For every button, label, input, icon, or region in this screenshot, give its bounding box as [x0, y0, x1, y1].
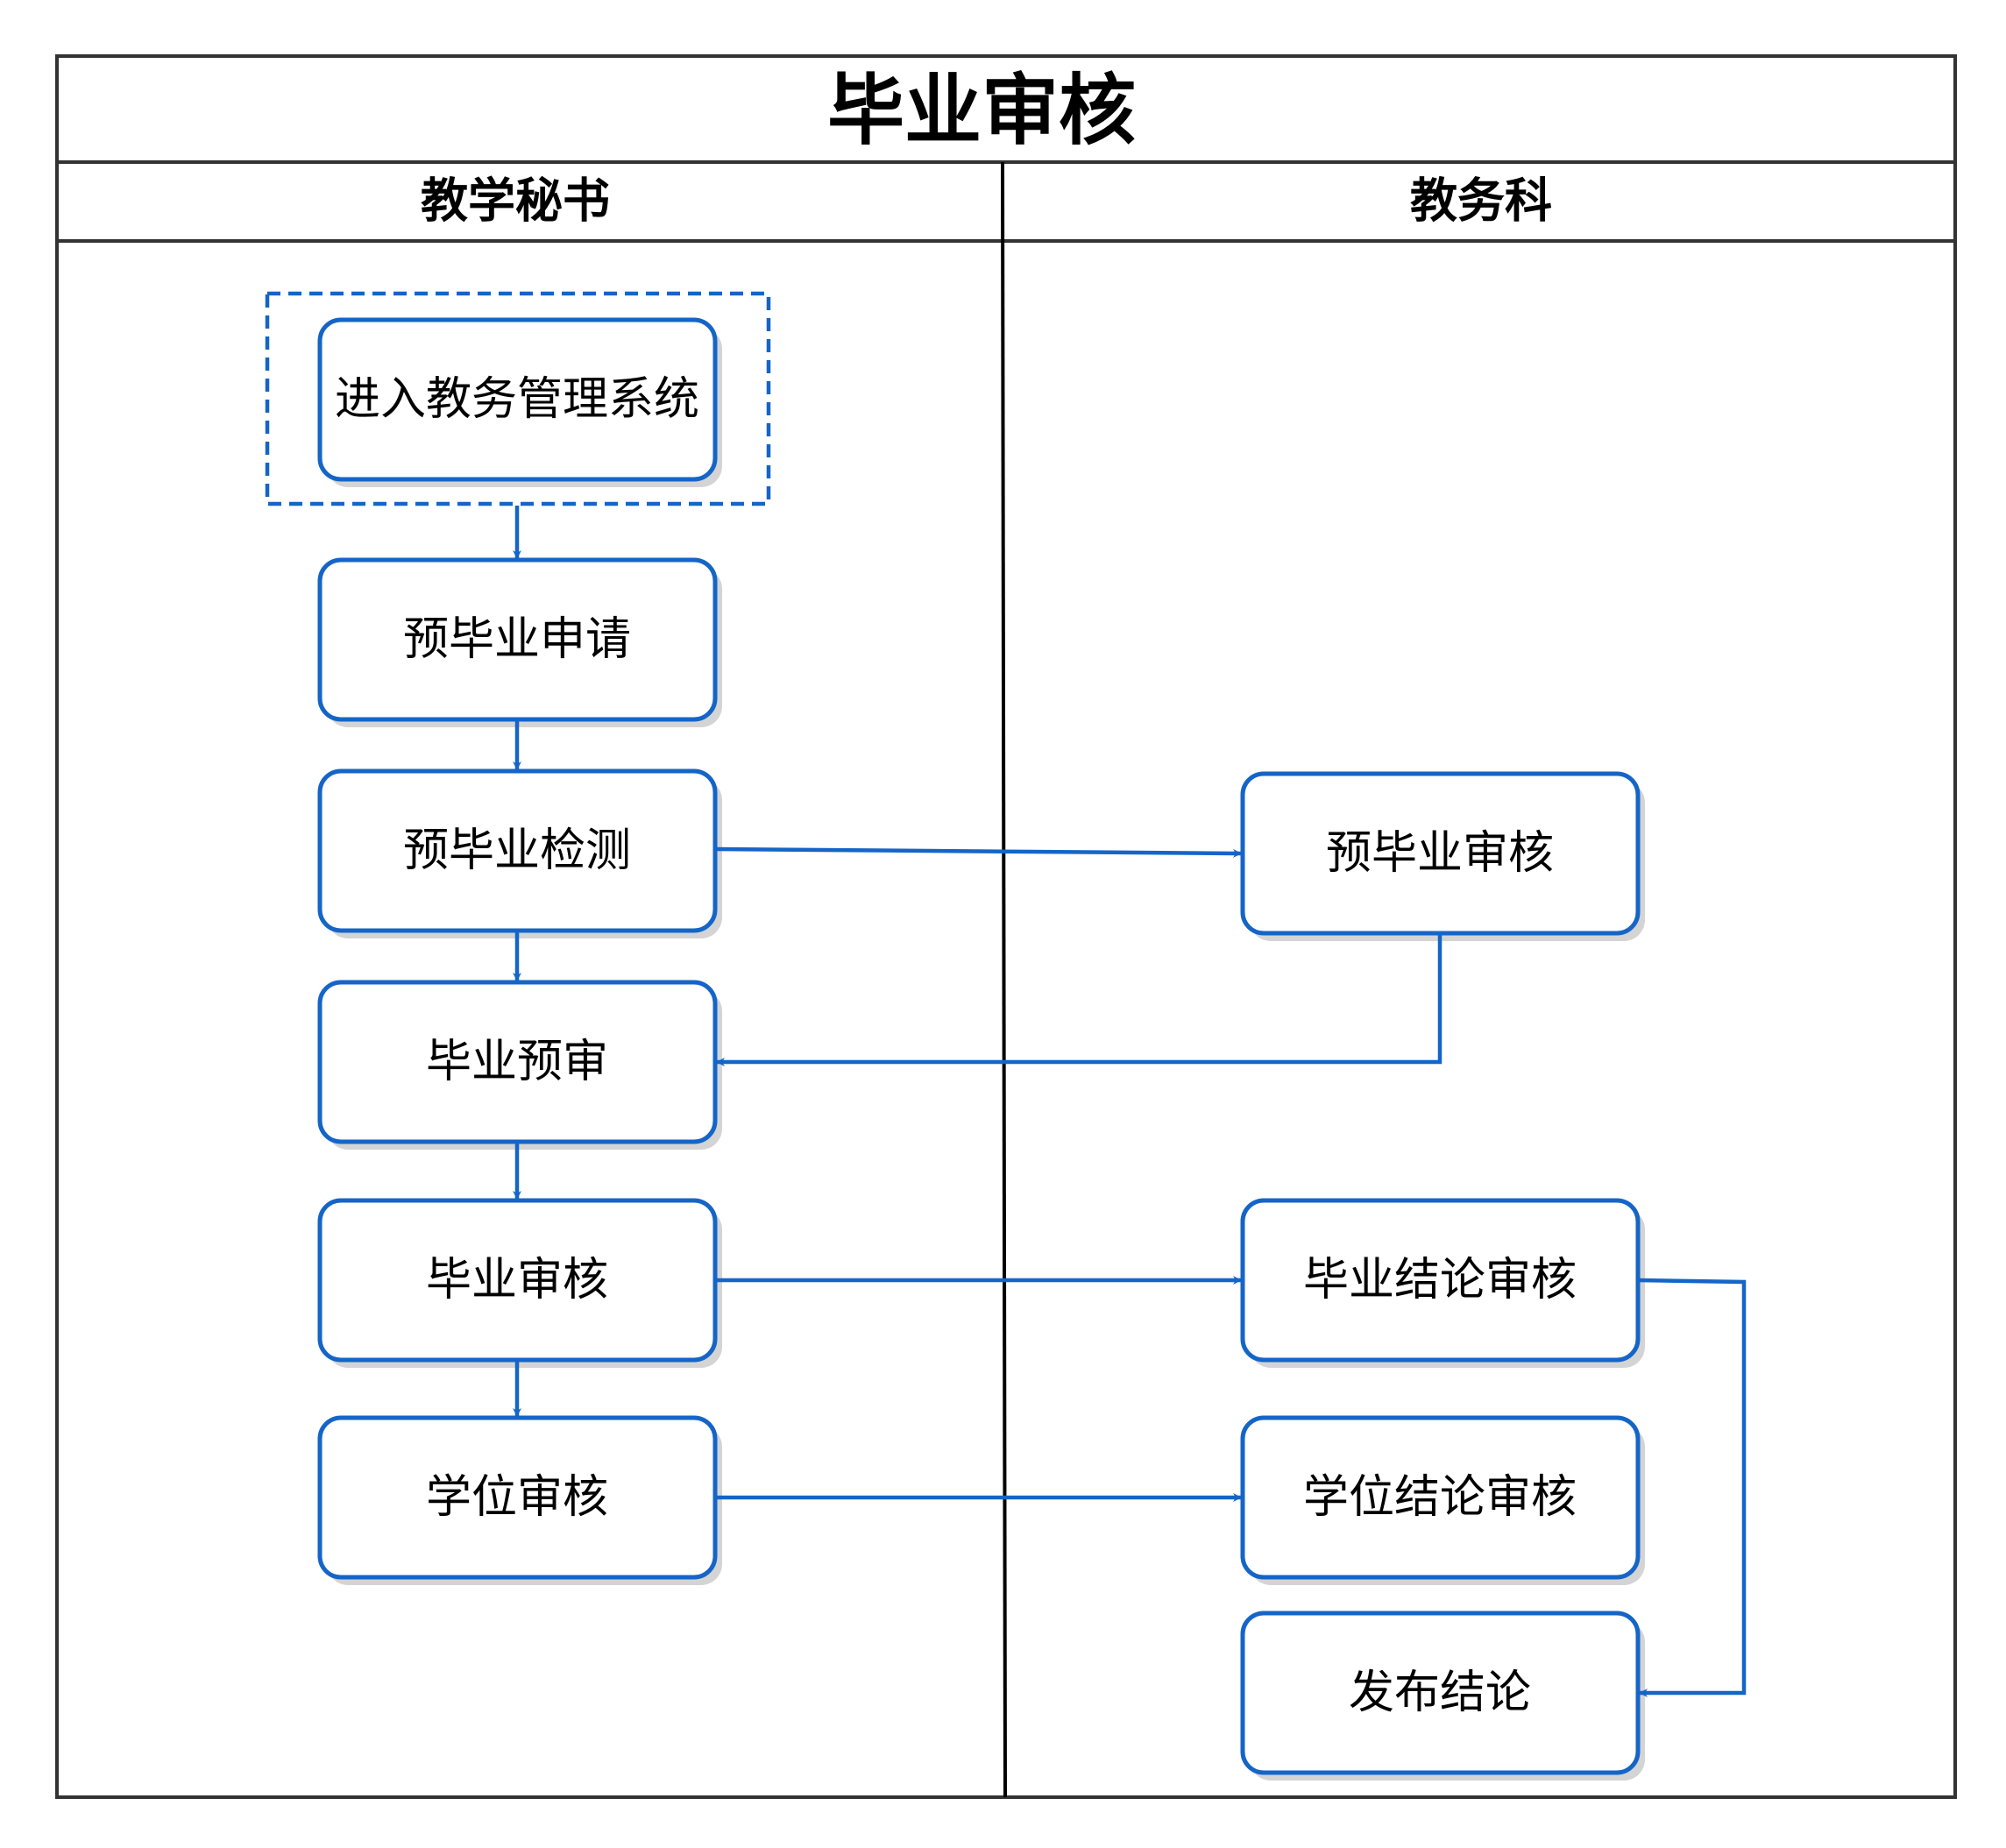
node-grad-pre-review[interactable]: 毕业预审 [317, 980, 722, 1150]
node-degree-review[interactable]: 学位审核 [317, 1415, 722, 1585]
node-enter-system[interactable]: 进入教务管理系统 [317, 317, 722, 487]
edges [513, 506, 1747, 1697]
edge-grad-conclusion-to-publish [1637, 1278, 1747, 1697]
node-label: 预毕业申请 [403, 613, 631, 666]
node-label: 预毕业审核 [1326, 827, 1554, 880]
node-pre-grad-apply[interactable]: 预毕业申请 [317, 557, 722, 727]
lane-divider [1001, 161, 1007, 1798]
lane-header-right: 教务科 [1410, 173, 1552, 229]
node-label: 学位审核 [426, 1471, 608, 1524]
node-pre-grad-check[interactable]: 预毕业检测 [317, 768, 722, 938]
node-label: 发布结论 [1349, 1667, 1531, 1719]
node-degree-conclusion-review[interactable]: 学位结论审核 [1240, 1415, 1645, 1585]
node-label: 毕业结论审核 [1303, 1254, 1577, 1306]
node-publish-conclusion[interactable]: 发布结论 [1240, 1611, 1645, 1781]
node-grad-conclusion-review[interactable]: 毕业结论审核 [1240, 1198, 1645, 1368]
node-label: 学位结论审核 [1303, 1471, 1577, 1524]
edge-prereview-back-to-grad-pre-review [716, 933, 1442, 1066]
pool-frame [55, 54, 1957, 1799]
node-label: 毕业审核 [426, 1254, 608, 1306]
node-label: 毕业预审 [426, 1036, 608, 1088]
node-grad-review[interactable]: 毕业审核 [317, 1198, 722, 1368]
node-label: 预毕业检测 [403, 825, 631, 877]
node-pre-grad-review[interactable]: 预毕业审核 [1240, 771, 1645, 941]
diagram-title: 毕业审核 [827, 66, 1136, 156]
node-label: 进入教务管理系统 [335, 373, 699, 426]
lane-header-left: 教学秘书 [421, 173, 610, 229]
edge-check-to-prereview [714, 846, 1242, 858]
